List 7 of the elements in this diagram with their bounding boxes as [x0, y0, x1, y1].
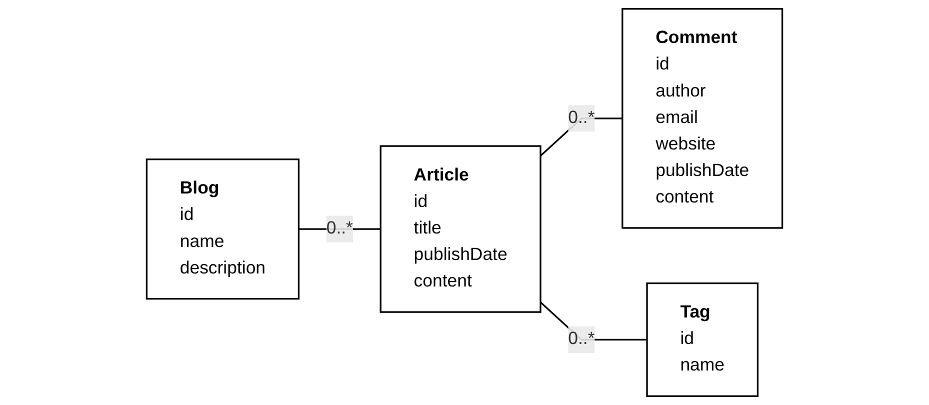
edge-label: 0..*: [568, 108, 595, 128]
node-box: Blog id name description: [146, 158, 300, 300]
edge-label: 0..*: [326, 219, 353, 238]
node-box: Tag id name: [646, 282, 759, 397]
node-box: Comment id author email website publishDate content: [622, 8, 784, 229]
edge-label: 0..*: [568, 330, 595, 349]
node-box: Article id title publishDate content: [380, 145, 542, 313]
